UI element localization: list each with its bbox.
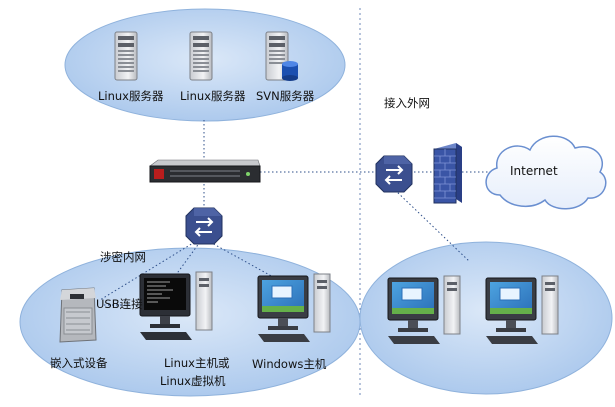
internet-cloud-icon	[485, 135, 607, 210]
usb-connection-label: USB连接	[96, 297, 143, 311]
external-host-icon-1	[387, 275, 461, 344]
external-router-icon	[375, 155, 413, 193]
windows-host-label: Windows主机	[252, 357, 327, 371]
internal-links	[99, 120, 378, 306]
linux-host-label-line1: Linux主机或	[164, 356, 230, 370]
external-links	[394, 171, 494, 263]
rack-switch-icon	[149, 159, 261, 183]
internet-label: Internet	[510, 164, 558, 178]
windows-host-icon	[257, 273, 331, 342]
embedded-device-label: 嵌入式设备	[50, 356, 108, 370]
server-label-2: Linux服务器	[180, 89, 246, 103]
embedded-device-icon	[59, 287, 97, 343]
internal-router-icon	[185, 207, 223, 245]
linux-host-icon	[139, 271, 213, 340]
database-icon	[282, 61, 298, 81]
firewall-icon	[433, 143, 462, 204]
internal-network-label: 涉密内网	[100, 250, 146, 264]
external-host-icon-2	[485, 275, 559, 344]
linux-server-icon	[114, 31, 138, 81]
svn-server-icon	[265, 31, 298, 81]
linux-host-label-line2: Linux虚拟机	[160, 374, 226, 388]
server-label-3: SVN服务器	[256, 89, 315, 103]
external-network-label: 接入外网	[384, 96, 430, 110]
server-label-1: Linux服务器	[98, 89, 164, 103]
linux-server-icon-2	[189, 31, 213, 81]
